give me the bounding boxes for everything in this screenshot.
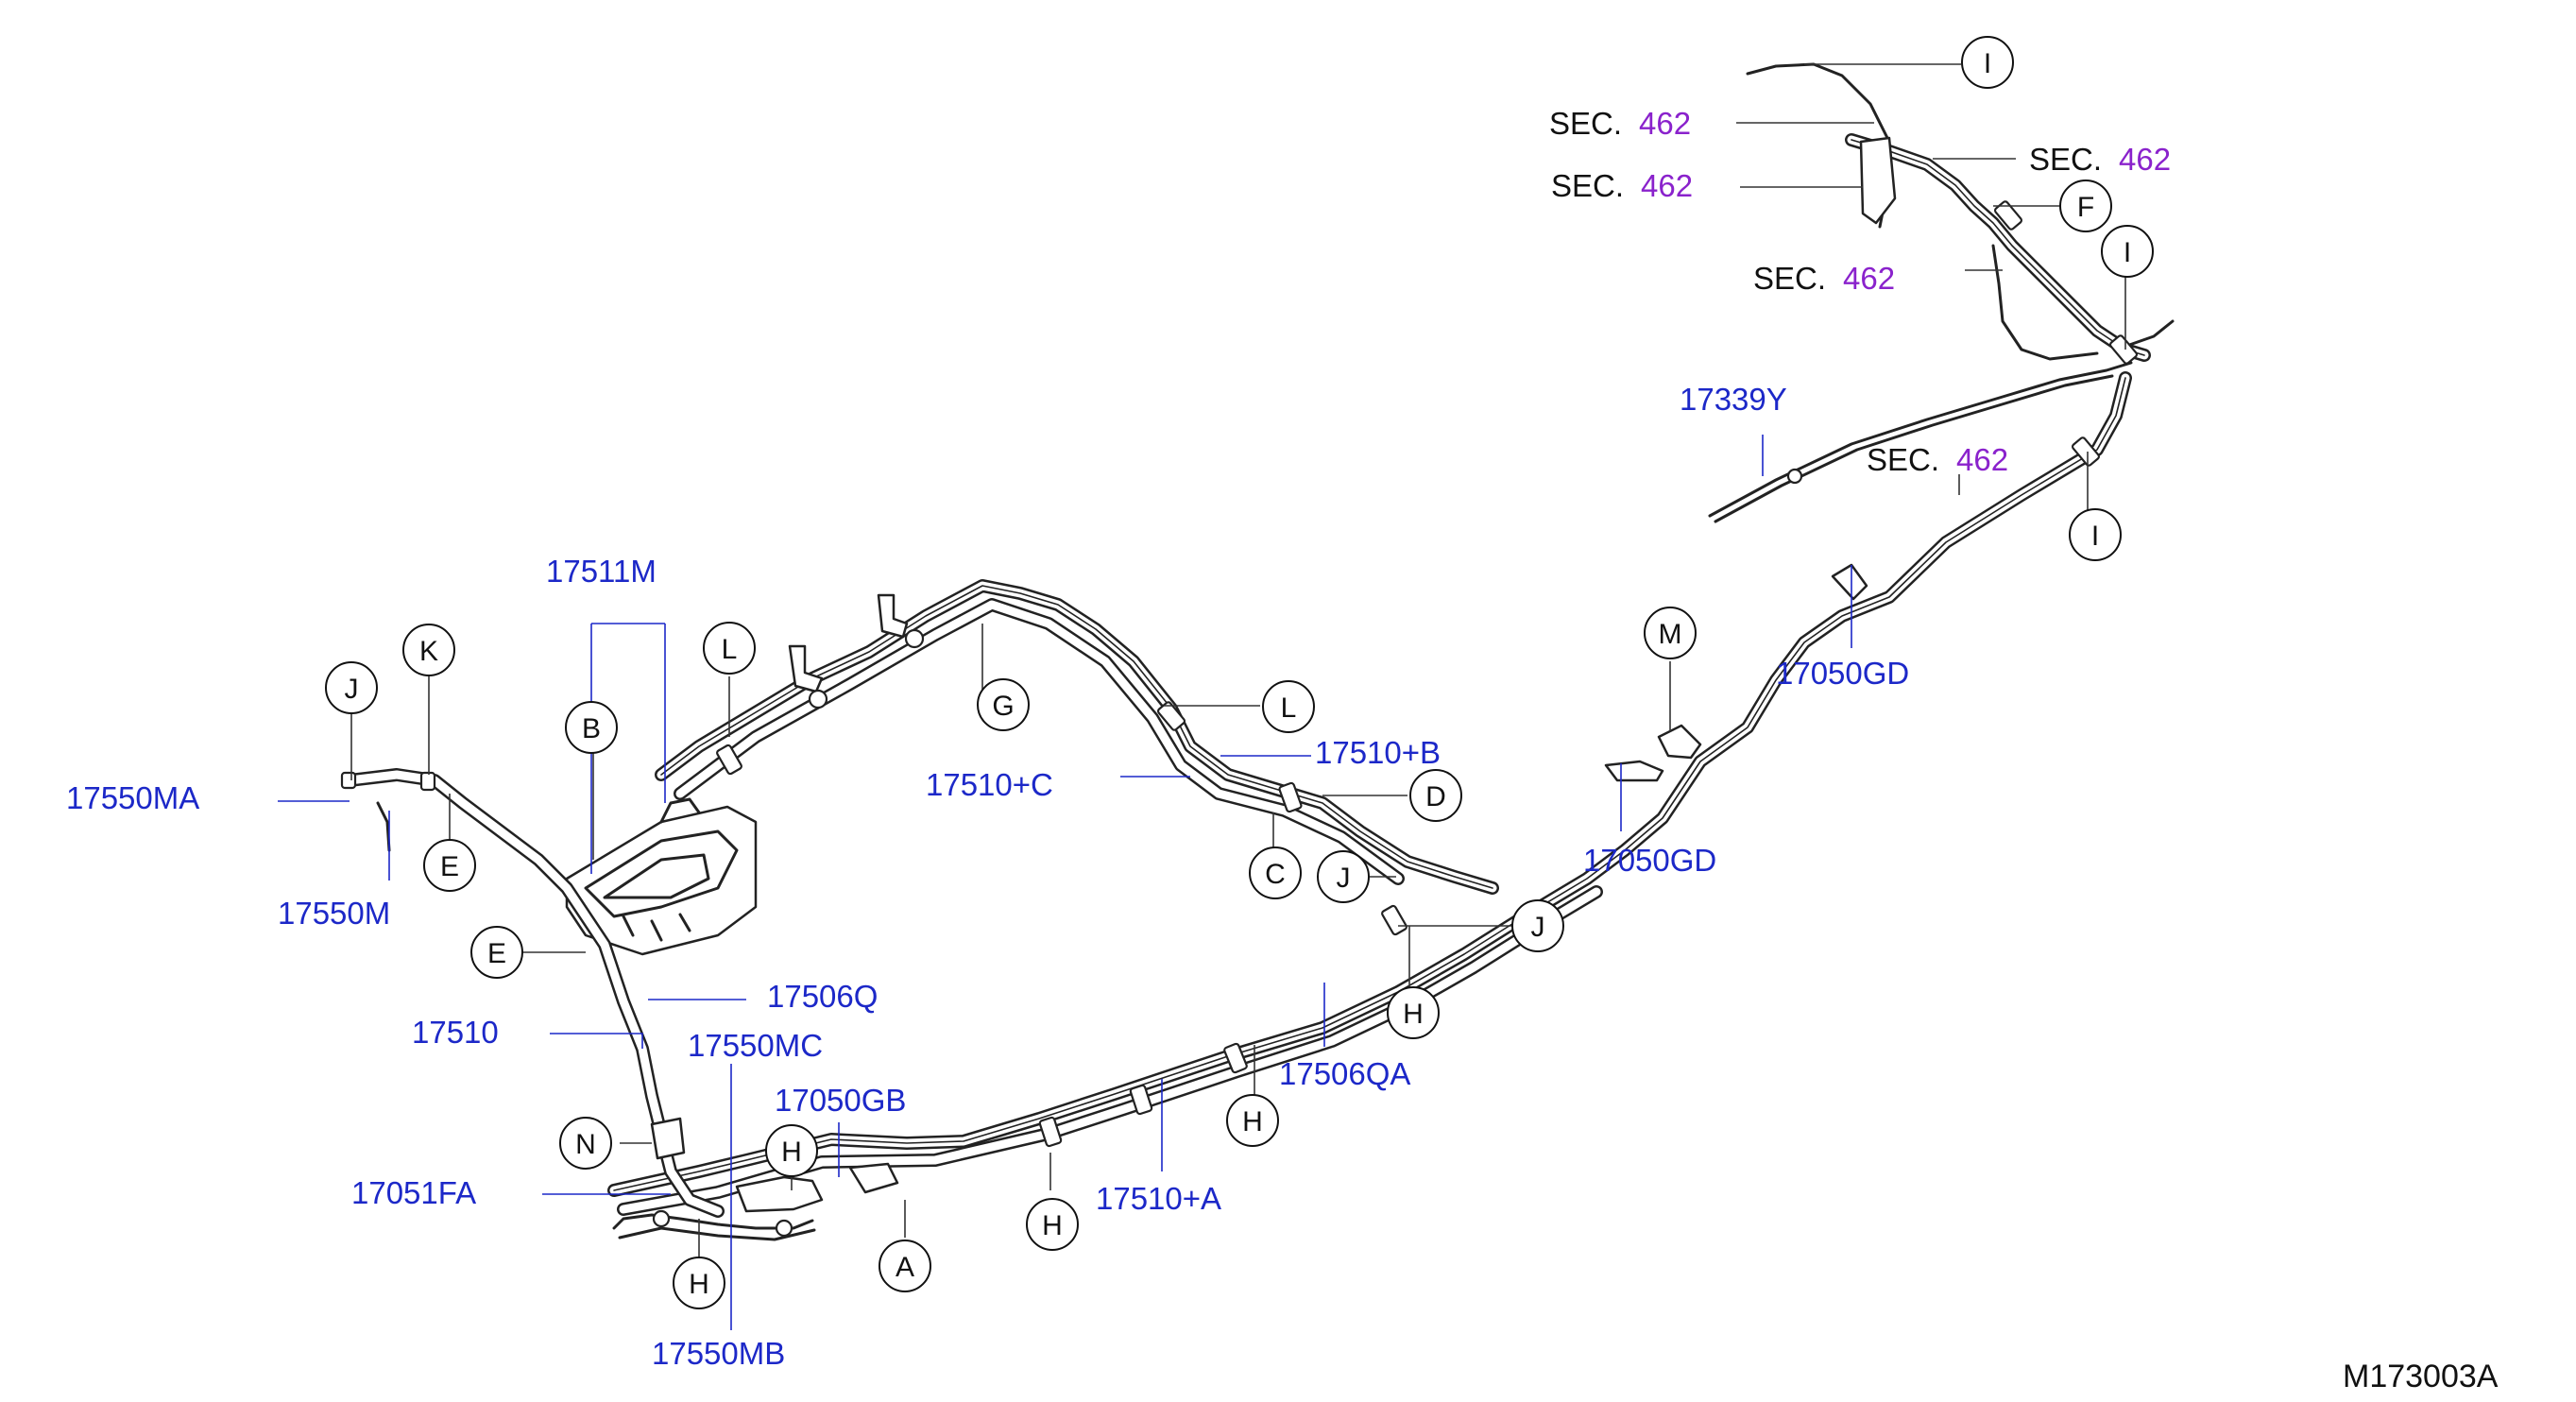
label-17506QA: 17506QA	[1279, 1056, 1410, 1091]
svg-text:G: G	[992, 691, 1014, 722]
svg-text:N: N	[575, 1129, 596, 1160]
svg-text:C: C	[1265, 859, 1286, 890]
label-17050GD-upper: 17050GD	[1776, 656, 1909, 691]
sec-ref-4: SEC.462	[1753, 261, 1895, 296]
tube-assembly	[340, 62, 2175, 1241]
label-17050GD-lower: 17050GD	[1583, 843, 1716, 878]
label-17511M: 17511M	[546, 554, 657, 589]
ref-circle-G: G	[977, 678, 1030, 731]
label-17510-plus-C: 17510+C	[926, 767, 1053, 802]
svg-text:J: J	[345, 674, 359, 705]
ref-circle-M: M	[1644, 607, 1697, 659]
reference-circles: J K E E B L G L D C J J H H H H H N A M …	[325, 36, 2154, 1309]
hose-clips-17050GD	[1604, 563, 1868, 782]
svg-text:J: J	[1337, 863, 1351, 894]
tube-17339Y	[1708, 361, 2133, 523]
svg-text:H: H	[781, 1137, 802, 1168]
upper-loop-bundle	[655, 579, 1499, 895]
label-17051FA: 17051FA	[351, 1175, 476, 1210]
svg-text:E: E	[440, 851, 459, 882]
svg-text:E: E	[487, 938, 506, 969]
ref-circle-K: K	[402, 624, 455, 676]
ref-circle-D: D	[1409, 769, 1462, 822]
sec-ref-3: SEC.462	[2029, 142, 2171, 177]
sec-ref-2: SEC.462	[1551, 168, 1693, 203]
ref-circle-J: J	[325, 661, 378, 714]
ref-circle-E: E	[470, 926, 523, 979]
sec-ref-1: SEC.462	[1549, 106, 1691, 141]
ref-circle-J: J	[1317, 850, 1370, 903]
svg-text:L: L	[722, 634, 738, 665]
label-17510-plus-B: 17510+B	[1315, 735, 1441, 770]
label-17550MA: 17550MA	[66, 780, 199, 815]
ref-circle-A: A	[879, 1240, 931, 1292]
label-17506Q: 17506Q	[767, 979, 878, 1014]
ref-circle-E: E	[423, 839, 476, 892]
ref-circle-L: L	[703, 622, 756, 675]
ref-circle-F: F	[2059, 180, 2112, 232]
ref-circle-I: I	[2101, 225, 2154, 278]
svg-text:K: K	[419, 636, 438, 667]
sec-ref-5: SEC.462	[1867, 442, 2008, 477]
diagram-number: M173003A	[2343, 1359, 2499, 1394]
label-17550MC: 17550MC	[688, 1028, 823, 1063]
label-17050GB: 17050GB	[775, 1083, 906, 1118]
right-upper-tubes	[1746, 62, 2175, 362]
ref-circle-H: H	[673, 1257, 725, 1309]
label-17339Y: 17339Y	[1680, 382, 1787, 417]
svg-text:A: A	[896, 1252, 914, 1283]
label-17510-plus-A: 17510+A	[1096, 1181, 1221, 1216]
ref-circle-H: H	[765, 1124, 818, 1177]
ref-circle-H: H	[1226, 1094, 1279, 1147]
svg-text:B: B	[582, 713, 601, 744]
svg-text:F: F	[2077, 192, 2094, 223]
ref-circle-J: J	[1511, 899, 1564, 952]
label-17550M: 17550M	[278, 896, 390, 931]
ref-circle-I: I	[1961, 36, 2014, 89]
label-17510: 17510	[412, 1015, 499, 1050]
svg-text:J: J	[1531, 912, 1545, 943]
ref-circle-L: L	[1262, 680, 1315, 733]
svg-text:H: H	[1403, 999, 1424, 1030]
svg-text:H: H	[1242, 1106, 1263, 1137]
label-17550MB: 17550MB	[652, 1336, 785, 1371]
ref-circle-H: H	[1387, 986, 1440, 1039]
svg-text:I: I	[2124, 237, 2131, 268]
leader-lines	[278, 63, 2126, 1330]
ref-circle-N: N	[559, 1117, 612, 1170]
section-references: SEC.462 SEC.462 SEC.462 SEC.462 SEC.462	[1549, 106, 2171, 477]
svg-text:I: I	[1984, 48, 1991, 79]
svg-text:D: D	[1425, 781, 1446, 812]
svg-text:M: M	[1659, 619, 1682, 650]
ref-circle-C: C	[1249, 846, 1302, 899]
svg-text:H: H	[1042, 1210, 1063, 1241]
part-number-labels: 17511M 17550MA 17550M 17506Q 17510 17550…	[66, 382, 1909, 1371]
svg-text:H: H	[689, 1269, 709, 1300]
ref-circle-I: I	[2069, 508, 2122, 561]
svg-text:I: I	[2091, 521, 2099, 552]
svg-text:L: L	[1281, 692, 1297, 724]
ref-circle-B: B	[565, 701, 618, 754]
canister-assembly	[565, 797, 758, 956]
ref-circle-H: H	[1026, 1198, 1079, 1251]
